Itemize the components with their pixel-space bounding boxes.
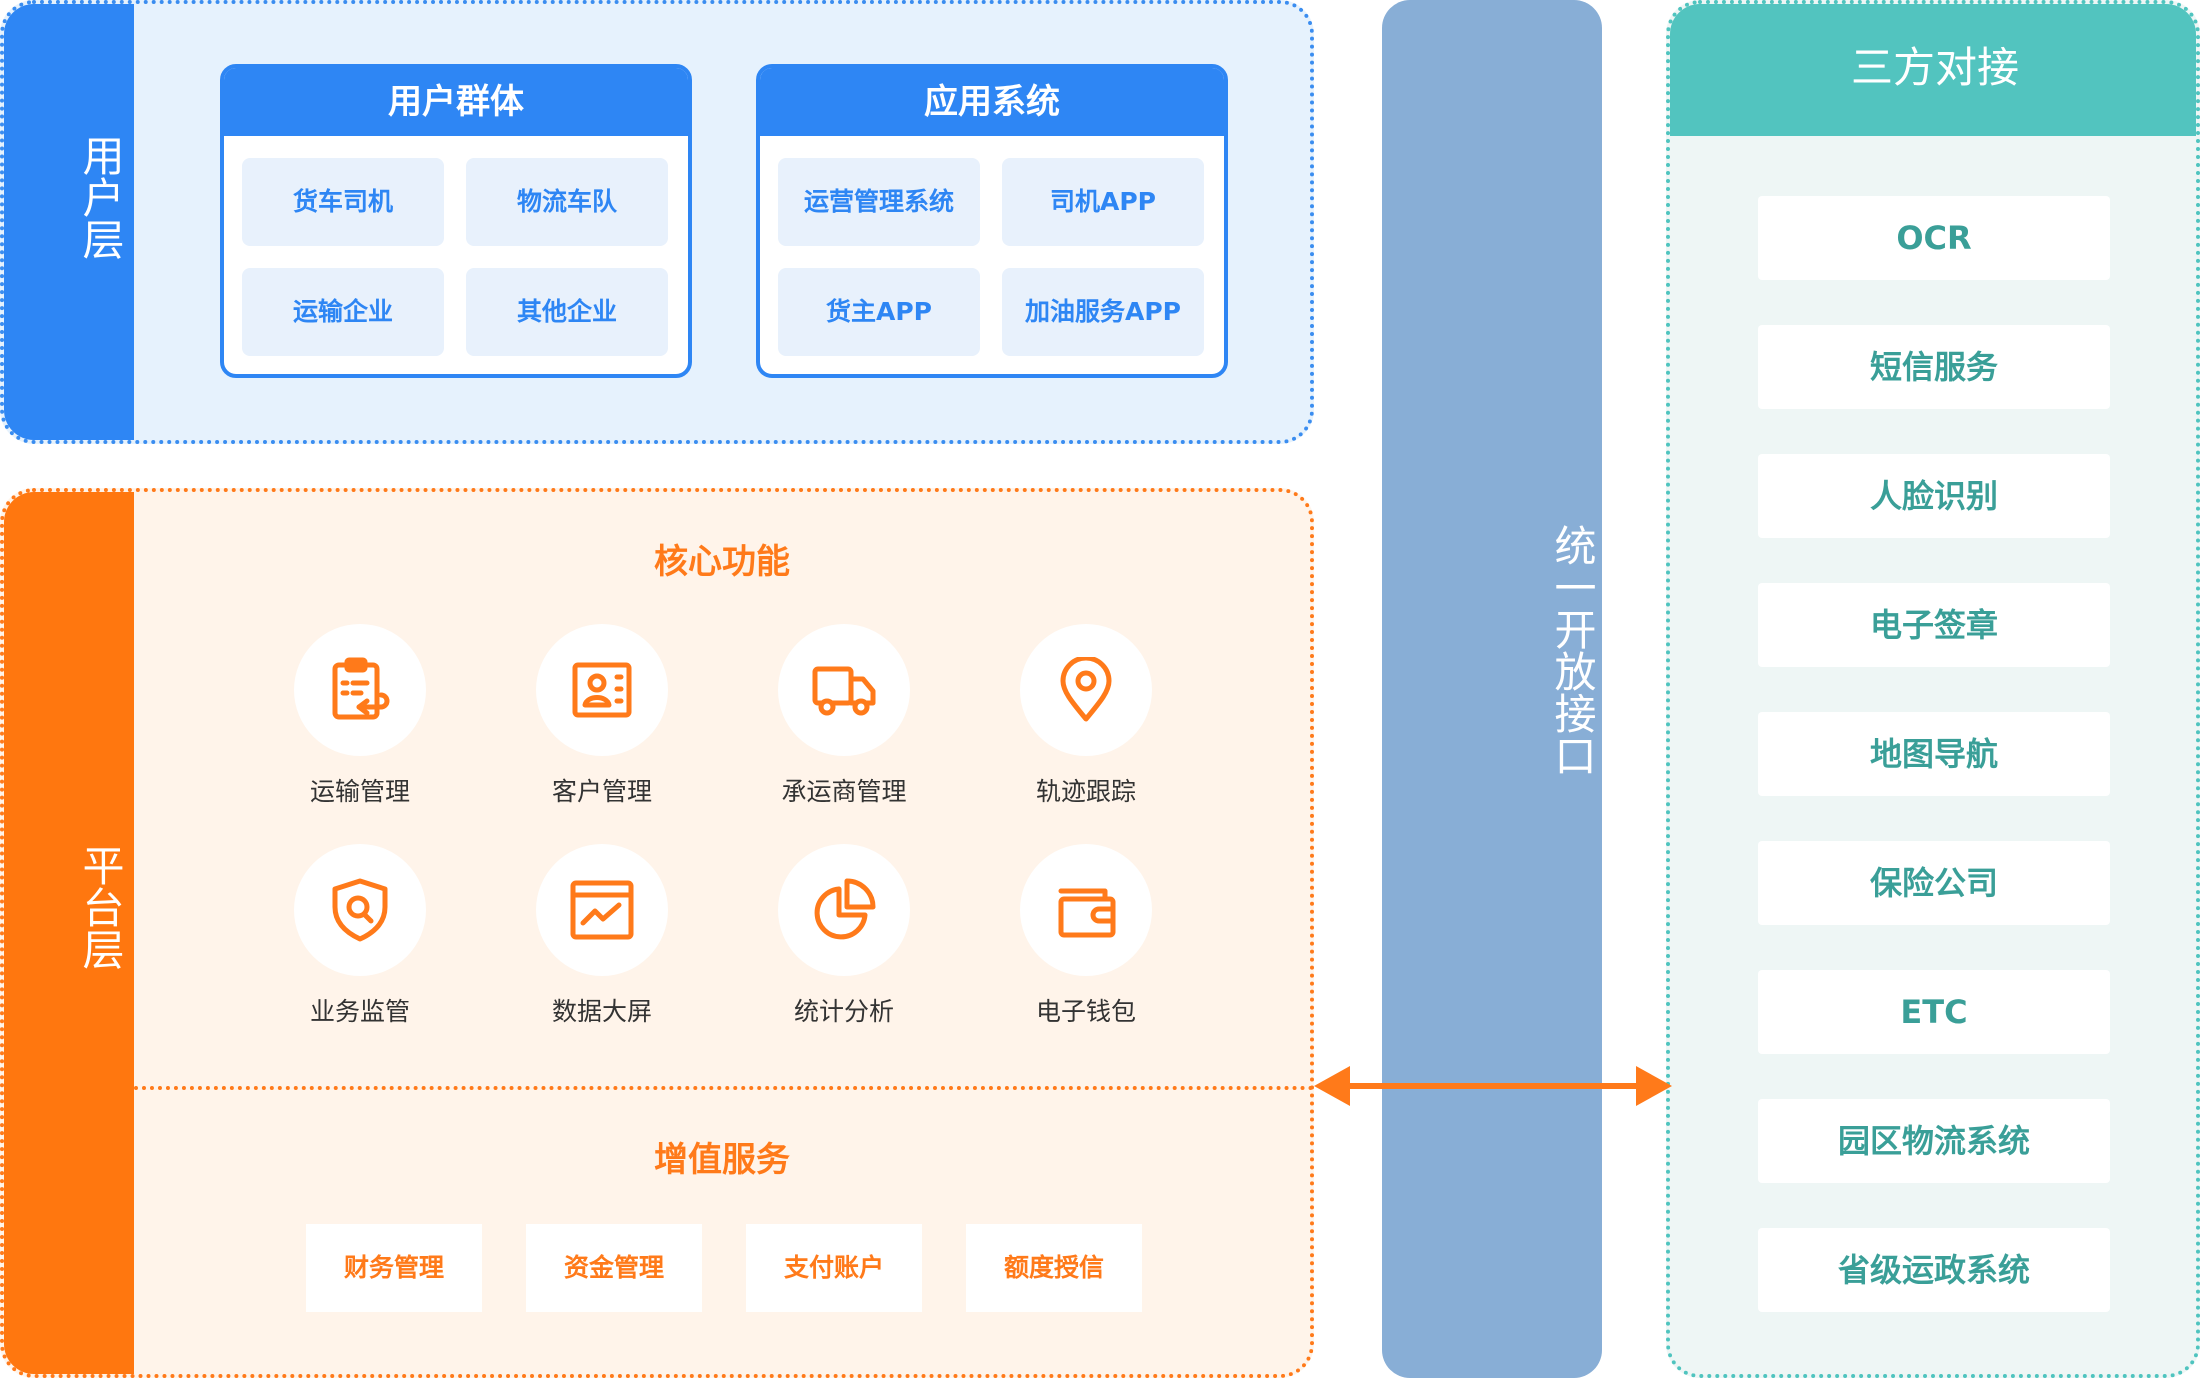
func-label: 统计分析 <box>793 997 894 1026</box>
location-pin-icon <box>1060 657 1112 722</box>
app-system-title: 应用系统 <box>760 68 1224 136</box>
user-group-box: 用户群体 货车司机 物流车队 运输企业 其他企业 <box>220 64 692 378</box>
third-party-item: 保险公司 <box>1758 841 2110 925</box>
third-party-panel: 三方对接 <box>1666 0 2200 1378</box>
user-layer-sidebar: 用户层 <box>4 4 134 440</box>
func-label: 电子钱包 <box>1035 997 1136 1026</box>
func-circle <box>294 844 426 976</box>
user-group-title: 用户群体 <box>224 68 688 136</box>
value-added-title: 增值服务 <box>654 1140 790 1180</box>
truck-icon <box>812 666 876 716</box>
app-system-item: 司机APP <box>1002 158 1204 246</box>
core-functions-title: 核心功能 <box>654 542 790 582</box>
third-party-title: 三方对接 <box>1670 4 2196 136</box>
user-layer-label: 用户层 <box>76 134 125 260</box>
value-added-service: 资金管理 <box>526 1224 702 1312</box>
clipboard-icon <box>332 657 390 720</box>
value-added-service: 财务管理 <box>306 1224 482 1312</box>
third-party-item: ETC <box>1758 970 2110 1054</box>
contact-card-icon <box>572 662 632 718</box>
user-group-item: 物流车队 <box>466 158 668 246</box>
user-group-item: 运输企业 <box>242 268 444 356</box>
unified-interface-column: 统一开放接口 <box>1382 0 1602 1378</box>
func-label: 业务监管 <box>309 997 410 1026</box>
func-circle <box>1020 624 1152 756</box>
third-party-item: 电子签章 <box>1758 583 2110 667</box>
value-added-service: 支付账户 <box>746 1224 922 1312</box>
value-added-service: 额度授信 <box>966 1224 1142 1312</box>
unified-interface-label: 统一开放接口 <box>1548 524 1597 776</box>
user-group-item: 其他企业 <box>466 268 668 356</box>
section-divider <box>134 1086 1314 1090</box>
func-circle <box>536 844 668 976</box>
app-system-item: 货主APP <box>778 268 980 356</box>
app-system-box: 应用系统 运营管理系统 司机APP 货主APP 加油服务APP <box>756 64 1228 378</box>
third-party-item: 园区物流系统 <box>1758 1099 2110 1183</box>
wallet-icon <box>1058 888 1116 938</box>
app-system-item: 运营管理系统 <box>778 158 980 246</box>
pie-chart-icon <box>814 878 876 940</box>
func-circle <box>294 624 426 756</box>
func-label: 承运商管理 <box>781 777 907 806</box>
third-party-item: 短信服务 <box>1758 325 2110 409</box>
func-label: 运输管理 <box>309 777 410 806</box>
third-party-item: OCR <box>1758 196 2110 280</box>
func-circle <box>778 624 910 756</box>
third-party-item: 地图导航 <box>1758 712 2110 796</box>
user-group-item: 货车司机 <box>242 158 444 246</box>
screen-chart-icon <box>570 880 634 940</box>
third-party-item: 省级运政系统 <box>1758 1228 2110 1312</box>
func-circle <box>536 624 668 756</box>
func-circle <box>1020 844 1152 976</box>
func-label: 客户管理 <box>551 777 652 806</box>
platform-layer-sidebar: 平台层 <box>4 492 134 1374</box>
double-arrow-connector <box>1314 1066 1672 1106</box>
app-system-item: 加油服务APP <box>1002 268 1204 356</box>
third-party-item: 人脸识别 <box>1758 454 2110 538</box>
shield-search-icon <box>332 878 388 942</box>
func-circle <box>778 844 910 976</box>
platform-layer-label: 平台层 <box>76 844 125 970</box>
func-label: 轨迹跟踪 <box>1035 777 1136 806</box>
func-label: 数据大屏 <box>551 997 652 1026</box>
